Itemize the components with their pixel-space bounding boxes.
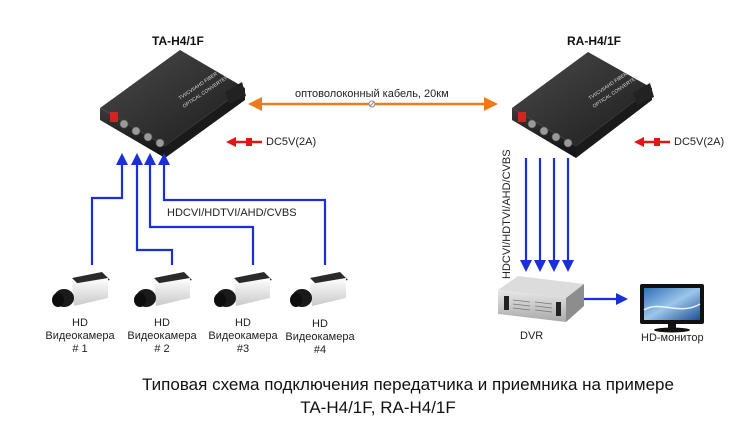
camera-signal-arrowheads xyxy=(116,153,170,165)
caption-line2: TA-H4/1F, RA-H4/1F xyxy=(300,398,456,417)
fiber-link-label: оптоволоконный кабель, 20км xyxy=(295,88,449,100)
dvr-to-monitor-arrow xyxy=(584,293,628,305)
signal-label-right: HDCVI/HDTVI/AHD/CVBS xyxy=(501,149,513,279)
receiver-device: TVI/CVI/AHD FIBER OPTICAL CONVERTER xyxy=(512,52,654,158)
camera-4-label-line2: Видеокамера xyxy=(285,331,355,343)
fiber-port-icon xyxy=(518,112,526,122)
receiver-power-label: DC5V(2A) xyxy=(674,136,725,148)
camera-3-label-line3: #3 xyxy=(236,343,250,355)
receiver-power-arrow xyxy=(634,137,670,147)
transmitter-power-arrow xyxy=(226,137,262,147)
camera-1-icon xyxy=(52,272,110,307)
bnc-connectors xyxy=(119,119,165,148)
power-plug-icon xyxy=(654,138,660,146)
camera-2-icon xyxy=(134,272,192,307)
camera-3-icon xyxy=(214,272,272,307)
signal-label-left: HDCVI/HDTVI/AHD/CVBS xyxy=(167,207,297,219)
camera-2-signal-line xyxy=(135,163,174,265)
camera-1-label-line3: # 1 xyxy=(72,343,88,355)
monitor-icon xyxy=(640,284,704,333)
camera-4-signal-line xyxy=(162,163,327,265)
bnc-connectors xyxy=(527,119,573,148)
caption-line1: Типовая схема подключения передатчика и … xyxy=(142,375,674,394)
camera-2-label: HD Видеокамера # 2 xyxy=(122,317,202,356)
camera-4-label: HD Видеокамера #4 xyxy=(280,318,360,357)
camera-2-label-line1: HD xyxy=(154,317,170,329)
camera-1-label-line2: Видеокамера xyxy=(45,330,115,342)
power-plug-icon xyxy=(246,138,252,146)
monitor-label: HD-монитор xyxy=(641,332,704,344)
camera-3-label: HD Видеокамера #3 xyxy=(203,317,283,356)
fiber-link-arrow xyxy=(248,97,498,111)
camera-2-label-line3: # 2 xyxy=(154,343,170,355)
fiber-port-icon xyxy=(110,112,118,122)
transmitter-model-label: TA-H4/1F xyxy=(152,34,204,48)
receiver-model-label: RA-H4/1F xyxy=(567,34,622,48)
dvr-label: DVR xyxy=(520,330,544,342)
transmitter-power-label: DC5V(2A) xyxy=(266,136,317,148)
dvr-signal-lines xyxy=(524,158,570,262)
transmitter-device: TVI/CVI/AHD FIBER OPTICAL CONVERTER xyxy=(100,50,246,158)
camera-3-label-line2: Видеокамера xyxy=(208,330,278,342)
camera-1-label-line1: HD xyxy=(72,317,88,329)
camera-signal-paths xyxy=(90,163,327,265)
camera-1-signal-line xyxy=(90,163,124,265)
dvr-signal-arrowheads xyxy=(520,260,574,272)
camera-4-icon xyxy=(290,272,348,307)
camera-4-label-line1: HD xyxy=(312,318,328,330)
camera-1-label: HD Видеокамера # 1 xyxy=(40,317,120,356)
camera-3-label-line1: HD xyxy=(235,317,251,329)
camera-3-signal-line xyxy=(148,163,255,265)
camera-2-label-line2: Видеокамера xyxy=(127,330,197,342)
dvr-icon xyxy=(498,276,584,322)
camera-4-label-line3: #4 xyxy=(313,344,327,356)
